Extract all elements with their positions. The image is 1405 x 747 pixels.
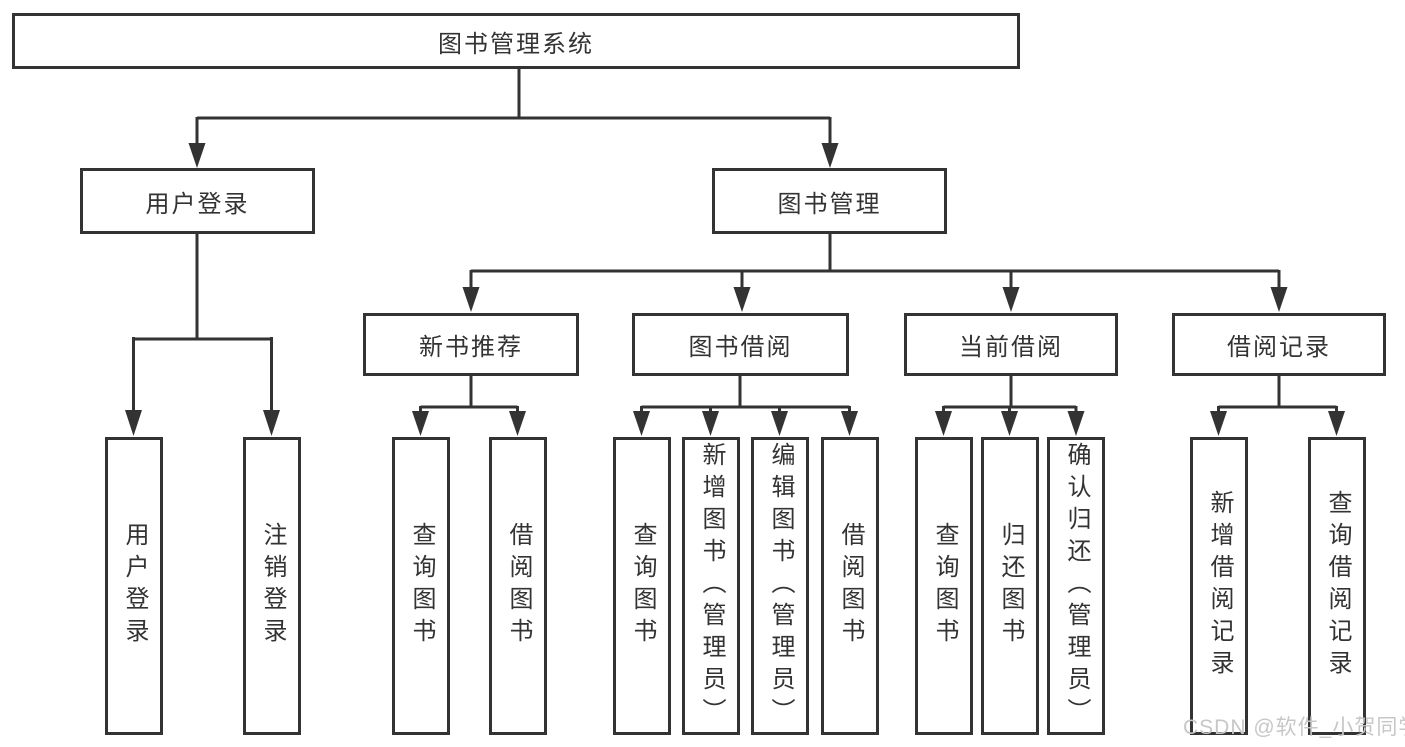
node-user-login-label: 用户登录 [145, 190, 250, 218]
node-new-book-recommend-label: 新书推荐 [419, 334, 523, 361]
node-new-book-recommend: 新书推荐 [363, 313, 579, 376]
leaf-user-login: 用户登录 [105, 437, 163, 735]
node-current-borrow-label: 当前借阅 [959, 334, 1063, 361]
leaf-query-book-current-label: 查询图书 [931, 522, 958, 650]
leaf-user-login-label: 用户登录 [121, 522, 148, 650]
leaf-borrow-book-recommend: 借阅图书 [489, 437, 547, 735]
node-current-borrow: 当前借阅 [904, 313, 1118, 376]
node-book-management: 图书管理 [712, 168, 947, 234]
leaf-confirm-return-admin: 确认归还（管理员） [1047, 437, 1105, 735]
node-borrow-records-label: 借阅记录 [1227, 334, 1331, 361]
leaf-query-book-recommend-label: 查询图书 [408, 522, 435, 650]
leaf-query-book-borrow-label: 查询图书 [629, 522, 656, 650]
node-borrow-records: 借阅记录 [1172, 313, 1386, 376]
csdn-watermark: CSDN @软件_小贺同学 [1183, 716, 1405, 739]
leaf-query-book-recommend: 查询图书 [392, 437, 450, 735]
leaf-confirm-return-admin-label: 确认归还（管理员） [1063, 442, 1090, 730]
node-book-management-label: 图书管理 [777, 190, 882, 218]
leaf-edit-book-admin-label: 编辑图书（管理员） [767, 442, 794, 730]
leaf-query-book-current: 查询图书 [915, 437, 973, 735]
leaf-edit-book-admin: 编辑图书（管理员） [751, 437, 809, 735]
leaf-return-book-label: 归还图书 [997, 522, 1024, 650]
leaf-query-book-borrow: 查询图书 [613, 437, 671, 735]
leaf-return-book: 归还图书 [981, 437, 1039, 735]
node-library-system-label: 图书管理系统 [438, 30, 594, 58]
leaf-add-book-admin: 新增图书（管理员） [682, 437, 740, 735]
leaf-add-book-admin-label: 新增图书（管理员） [698, 442, 725, 730]
leaf-borrow-book-label: 借阅图书 [837, 522, 864, 650]
leaf-logout: 注销登录 [243, 437, 301, 735]
leaf-query-borrow-record-label: 查询借阅记录 [1324, 490, 1351, 682]
leaf-query-borrow-record: 查询借阅记录 [1308, 437, 1366, 735]
leaf-add-borrow-record-label: 新增借阅记录 [1206, 490, 1233, 682]
node-library-system: 图书管理系统 [12, 13, 1020, 69]
node-book-borrow-label: 图书借阅 [688, 334, 793, 361]
leaf-add-borrow-record: 新增借阅记录 [1190, 437, 1248, 735]
leaf-logout-label: 注销登录 [259, 522, 286, 650]
node-book-borrow: 图书借阅 [632, 313, 849, 376]
leaf-borrow-book: 借阅图书 [821, 437, 879, 735]
node-user-login: 用户登录 [80, 168, 315, 234]
leaf-borrow-book-recommend-label: 借阅图书 [505, 522, 532, 650]
